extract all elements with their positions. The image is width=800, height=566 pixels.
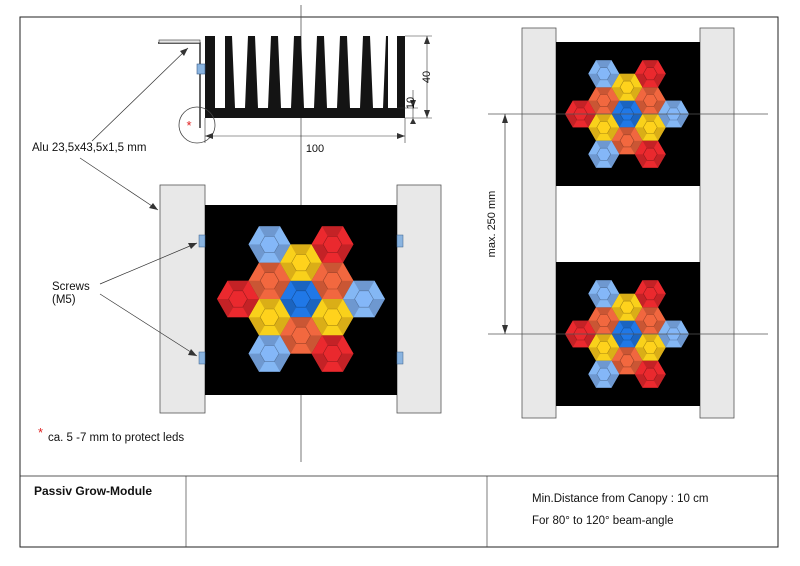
dim-height-label: 40 [421, 71, 433, 83]
rail-left [159, 184, 206, 414]
dim-fin-base-label: 10 [405, 97, 417, 109]
alu-profile-label: Alu 23,5x43,5x1,5 mm [32, 142, 146, 154]
profile-dimensions [204, 35, 432, 143]
heatsink-profile [205, 36, 405, 118]
led-cluster-upper [565, 60, 689, 168]
rail-right [396, 184, 442, 414]
leader-line-alu-top [91, 47, 189, 142]
screw-right-top [396, 234, 404, 248]
screws-label: Screws [52, 281, 90, 293]
dim-width-label: 100 [306, 143, 324, 155]
stack-rail-right [699, 27, 735, 419]
title-block-note-beam: For 80° to 120° beam-angle [532, 515, 674, 527]
module-stack-view [488, 27, 768, 419]
max-distance-label: max. 250 mm [486, 191, 498, 258]
protect-leds-note: ca. 5 -7 mm to protect leds [48, 432, 184, 444]
title-block-title: Passiv Grow-Module [34, 484, 152, 498]
screw-left-bottom [198, 351, 206, 365]
leader-line-screw-top [99, 242, 198, 285]
alu-bracket [158, 42, 201, 128]
drawing-frame [19, 16, 779, 548]
bracket-screw [196, 63, 206, 75]
asterisk-marker-top: * [186, 118, 191, 133]
leader-line-alu-side [79, 157, 159, 211]
module-front-view [159, 184, 442, 414]
screw-left-top [198, 234, 206, 248]
detail-circle [178, 106, 216, 144]
alu-bracket-top [158, 39, 201, 44]
heatsink-body [205, 36, 405, 118]
asterisk-note-marker: * [38, 425, 43, 440]
title-block-note-distance: Min.Distance from Canopy : 10 cm [532, 493, 708, 505]
screw-right-bottom [396, 351, 404, 365]
led-cluster-main [217, 226, 385, 372]
stack-rail-left [521, 27, 557, 419]
leader-line-screw-bottom [99, 293, 198, 357]
screws-size-label: (M5) [52, 294, 76, 306]
title-block [20, 475, 778, 547]
